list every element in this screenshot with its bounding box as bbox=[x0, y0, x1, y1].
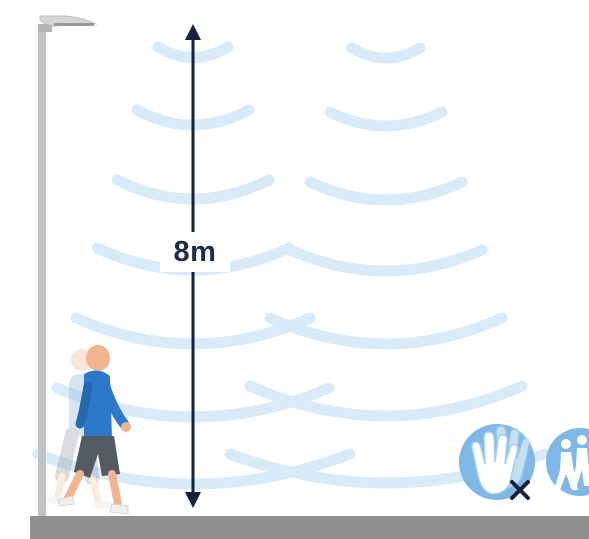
light-pole bbox=[38, 28, 46, 516]
wave-arc bbox=[290, 250, 482, 271]
wave-arc bbox=[250, 386, 522, 416]
walkers-badge bbox=[546, 428, 589, 496]
height-arrow-top bbox=[185, 24, 201, 40]
height-label: 8m bbox=[160, 232, 230, 272]
wave-arc bbox=[310, 182, 462, 200]
person-leg-back bbox=[68, 474, 80, 498]
wave-arc bbox=[330, 112, 442, 126]
ground-bar bbox=[30, 516, 589, 539]
detection-waves-right bbox=[230, 48, 545, 483]
wave-arc bbox=[352, 48, 420, 58]
person-head bbox=[86, 345, 110, 371]
height-arrow-bottom bbox=[185, 492, 201, 508]
luminaire-lens bbox=[54, 23, 94, 26]
person-shoe-front bbox=[110, 504, 128, 514]
